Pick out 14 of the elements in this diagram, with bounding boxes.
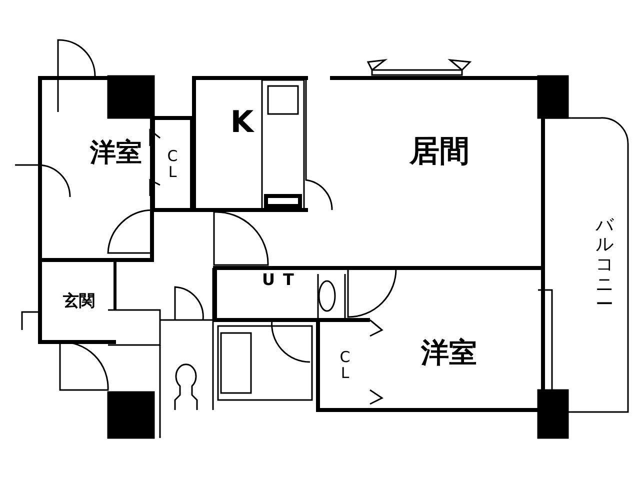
room-label: CL (338, 348, 352, 382)
room-label: 洋室 (421, 338, 477, 368)
room-outline (316, 318, 370, 412)
room-outline (38, 262, 116, 344)
room-label: 居間 (410, 134, 470, 168)
room-label: 玄関 (63, 292, 95, 310)
room-label: バルコニー (596, 216, 614, 314)
room-label: UT (262, 271, 302, 289)
room-outline (152, 116, 194, 212)
room-label: K (230, 106, 254, 138)
room-label: 洋室 (90, 138, 142, 168)
room-label: CL (166, 148, 179, 180)
room-outline (192, 76, 308, 212)
room-outline (38, 76, 154, 262)
